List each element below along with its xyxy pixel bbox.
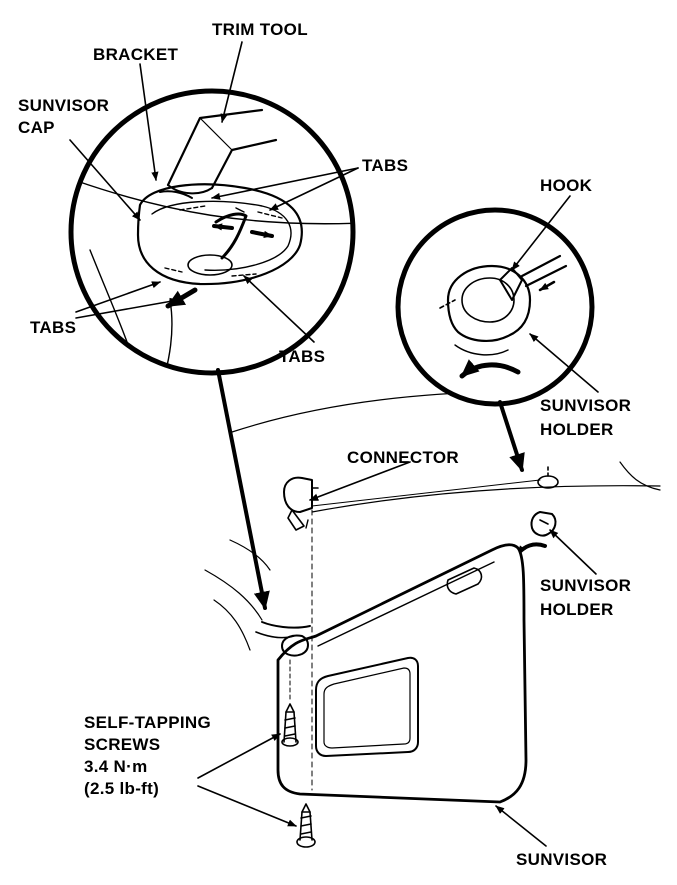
label-sunvisor-cap-line1: SUNVISOR <box>18 96 110 115</box>
label-sunvisor-holder-upper-line1: SUNVISOR <box>540 396 632 415</box>
sunvisor-body <box>255 479 541 804</box>
leader-lines <box>69 41 599 847</box>
sunvisor-cap-detail-circle <box>68 88 356 376</box>
detail-arrow-right <box>498 400 525 472</box>
holder-mount-point <box>516 465 559 556</box>
label-connector: CONNECTOR <box>347 448 459 467</box>
label-trim-tool: TRIM TOOL <box>212 20 308 39</box>
label-sunvisor-holder-lower-line2: HOLDER <box>540 600 614 619</box>
label-tabs-bottom: TABS <box>279 347 326 366</box>
label-tabs-top: TABS <box>362 156 409 175</box>
screw-lower <box>296 803 316 848</box>
label-sunvisor-cap-line2: CAP <box>18 118 55 137</box>
label-sunvisor-holder-upper-line2: HOLDER <box>540 420 614 439</box>
label-screws-torque-lbft: (2.5 lb-ft) <box>84 779 160 798</box>
screw-upper <box>281 703 299 747</box>
label-screws-line1: SELF-TAPPING <box>84 713 212 732</box>
label-hook: HOOK <box>540 176 593 195</box>
label-sunvisor-holder-lower-line1: SUNVISOR <box>540 576 632 595</box>
label-sunvisor: SUNVISOR <box>516 850 608 869</box>
label-tabs-left: TABS <box>30 318 77 337</box>
label-bracket: BRACKET <box>93 45 179 64</box>
label-screws-torque-nm: 3.4 N·m <box>84 757 148 776</box>
sunvisor-holder-detail-circle <box>395 207 595 407</box>
detail-arrow-left <box>216 368 270 610</box>
connector-part <box>283 476 319 531</box>
label-screws-line2: SCREWS <box>84 735 161 754</box>
